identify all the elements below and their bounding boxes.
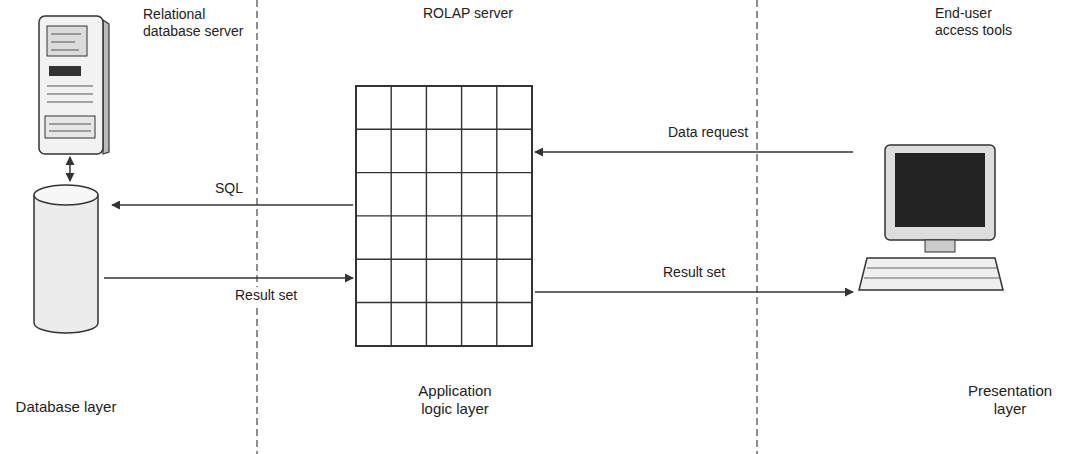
flow-arrow xyxy=(112,204,353,206)
rolap-grid-outline xyxy=(355,85,533,347)
arrow-label: SQL xyxy=(212,180,246,197)
drawing-stroke xyxy=(356,86,532,346)
drawing-stroke xyxy=(51,42,75,43)
flow-arrow xyxy=(535,151,853,153)
node-label: ROLAP server xyxy=(423,5,553,22)
layer-divider xyxy=(256,0,257,454)
database-cylinder-outline xyxy=(30,183,102,335)
drawing-stroke xyxy=(895,153,985,227)
drawing-stroke xyxy=(47,26,87,56)
rolap-grid: ROLAP server xyxy=(355,85,533,347)
drawing-stroke xyxy=(47,86,93,87)
computer-icon-outline xyxy=(855,140,1005,295)
layer-label: Presentation layer xyxy=(960,382,1060,418)
server-icon-outline xyxy=(35,12,110,155)
drawing-stroke xyxy=(885,145,995,240)
drawing-stroke xyxy=(47,102,93,103)
drawing-stroke xyxy=(49,66,81,76)
drawing-stroke xyxy=(34,195,98,333)
server-icon: Relational database server xyxy=(35,12,110,155)
drawing-stroke xyxy=(45,116,95,138)
arrow-label: Result set xyxy=(660,264,728,281)
drawing-stroke xyxy=(859,258,1003,290)
drawing-stroke xyxy=(356,172,532,173)
drawing-stroke xyxy=(356,302,532,303)
drawing-stroke xyxy=(51,50,79,51)
layer-divider xyxy=(756,0,757,454)
drawing-stroke xyxy=(51,34,81,35)
drawing-stroke xyxy=(864,278,1000,279)
flow-arrow xyxy=(535,291,853,293)
drawing-stroke xyxy=(356,259,532,260)
node-label: Database layer xyxy=(0,398,132,416)
node-label: End-user access tools xyxy=(935,5,1035,39)
layer-label: Application logic layer xyxy=(405,382,505,418)
node-label: Relational database server xyxy=(143,6,253,40)
drawing-stroke xyxy=(49,131,91,132)
drawing-stroke xyxy=(356,129,532,130)
drawing-stroke xyxy=(356,215,532,216)
database-cylinder: Database layer xyxy=(30,183,102,335)
flow-arrow xyxy=(69,157,71,181)
computer-icon: End-user access tools xyxy=(855,140,1005,295)
arrow-label: Data request xyxy=(665,124,751,141)
drawing-stroke xyxy=(103,20,109,154)
drawing-stroke xyxy=(34,185,98,205)
arrow-label: Result set xyxy=(232,287,300,304)
drawing-stroke xyxy=(39,16,103,154)
drawing-stroke xyxy=(867,268,997,269)
flow-arrow xyxy=(104,277,353,279)
drawing-stroke xyxy=(925,240,955,252)
drawing-stroke xyxy=(49,124,91,125)
drawing-stroke xyxy=(47,94,93,95)
